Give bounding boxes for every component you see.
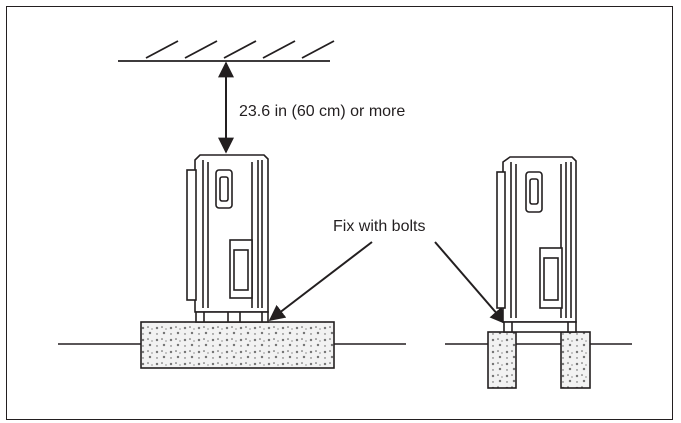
concrete-block-left <box>487 331 517 389</box>
outdoor-unit-left <box>186 154 269 323</box>
outdoor-unit-right <box>496 156 577 333</box>
clearance-label: 23.6 in (60 cm) or more <box>239 103 405 120</box>
fix-bolts-label: Fix with bolts <box>333 218 425 235</box>
ceiling-line <box>118 40 335 62</box>
concrete-pad-left <box>140 321 335 369</box>
bolt-arrow-left <box>268 241 373 321</box>
bolt-arrow-right <box>434 241 507 325</box>
concrete-block-right <box>560 331 591 389</box>
